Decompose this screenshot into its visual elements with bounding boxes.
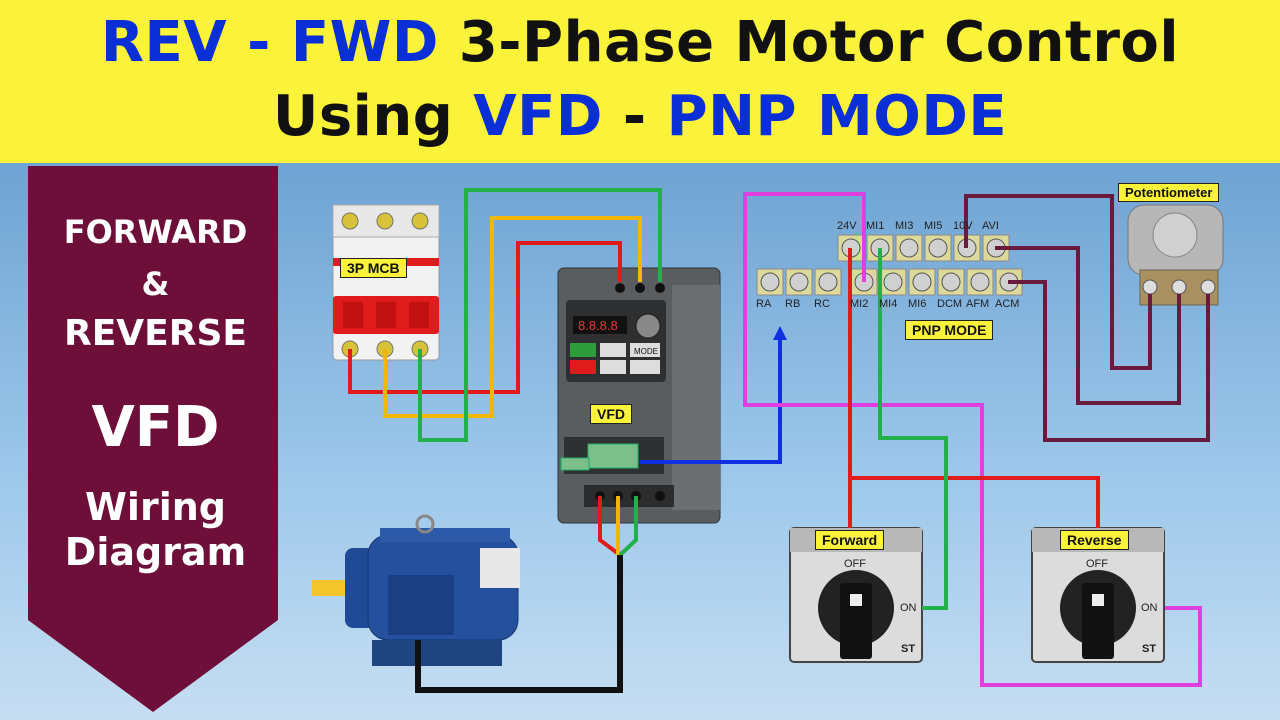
title-banner: REV - FWD 3-Phase Motor Control Using VF… <box>0 0 1280 163</box>
relay-screw-rb <box>789 272 809 292</box>
terminal-label-acm: ACM <box>995 298 1020 310</box>
forward-label: Forward <box>815 530 885 550</box>
banner-reverse: REVERSE <box>63 313 247 354</box>
title-pnp: PNP MODE <box>666 84 1008 149</box>
terminal-screw-mi3 <box>899 238 919 258</box>
reverse-st-badge: ST <box>1142 643 1157 655</box>
potentiometer-label: Potentiometer <box>1118 183 1220 202</box>
signal-arrow <box>773 326 787 340</box>
forward-switch <box>789 527 923 663</box>
forward-on-label: ON <box>900 602 917 614</box>
terminal-screw-mi5 <box>928 238 948 258</box>
terminal-label-mi6: MI6 <box>908 298 927 310</box>
title-rest-1: 3-Phase Motor Control <box>438 10 1180 75</box>
terminal-label-mi1: MI1 <box>866 220 885 232</box>
wire-red-reverse <box>850 476 1100 528</box>
terminal-label-mi2: MI2 <box>850 298 869 310</box>
terminal-label-mi4: MI4 <box>879 298 898 310</box>
mcb-breaker <box>332 204 440 361</box>
relay-label-ra: RA <box>756 298 772 310</box>
side-banner <box>28 166 278 712</box>
relay-screw-ra <box>760 272 780 292</box>
terminal-label-dcm: DCM <box>937 298 963 310</box>
terminal-label-afm: AFM <box>966 298 990 310</box>
motor <box>312 514 520 666</box>
terminal-screw-mi4 <box>883 272 903 292</box>
reverse-on-label: ON <box>1141 602 1158 614</box>
svg-text:8.8.8.8: 8.8.8.8 <box>578 318 618 333</box>
banner-amp: & <box>141 265 170 303</box>
banner-vfd: VFD <box>91 395 220 460</box>
terminal-row-bottom <box>850 268 1023 296</box>
terminal-screw-afm <box>970 272 990 292</box>
wire-green-motor <box>618 496 638 557</box>
title-fwd: FWD <box>290 10 439 75</box>
relay-label-rb: RB <box>785 298 801 310</box>
wire-blue-signal <box>640 335 782 464</box>
title-line-2: Using VFD - PNP MODE <box>0 84 1280 149</box>
relay-screw-rc <box>818 272 838 292</box>
title-rev: REV <box>100 10 228 75</box>
wire-purple-avi <box>995 246 1181 405</box>
wire-red-motor <box>598 496 622 557</box>
terminal-screw-mi6 <box>912 272 932 292</box>
reverse-label: Reverse <box>1060 530 1129 550</box>
banner-diagram: Diagram <box>64 530 247 574</box>
forward-off-label: OFF <box>844 558 866 570</box>
title-vfd: VFD <box>473 84 603 149</box>
banner-forward: FORWARD <box>63 213 248 251</box>
potentiometer <box>1127 204 1224 306</box>
pnp-mode-label: PNP MODE <box>905 320 994 340</box>
wire-red-mcb <box>348 241 622 394</box>
terminal-screw-dcm <box>941 272 961 292</box>
terminal-label-avi: AVI <box>982 220 999 232</box>
terminal-label-24v: 24V <box>837 220 857 232</box>
wire-black-motor <box>415 555 623 693</box>
wires <box>348 188 1210 693</box>
terminal-label-mi5: MI5 <box>924 220 943 232</box>
title-sep-2: - <box>602 84 667 149</box>
mode-key-label: MODE <box>634 347 658 356</box>
title-line-1: REV - FWD 3-Phase Motor Control <box>0 10 1280 75</box>
title-sep-1: - <box>227 10 291 75</box>
title-using: Using <box>272 84 474 149</box>
terminal-label-mi3: MI3 <box>895 220 914 232</box>
terminal-label-10v: 10V <box>953 220 973 232</box>
wire-purple-10v <box>964 194 1152 370</box>
relay-label-rc: RC <box>814 298 830 310</box>
wire-magenta-mi2 <box>743 192 1202 687</box>
forward-st-badge: ST <box>901 643 916 655</box>
vfd-label: VFD <box>590 404 632 424</box>
terminal-row-relay <box>756 268 842 296</box>
vfd-unit: 8.8.8.8 MODE <box>557 267 721 524</box>
wire-purple-acm <box>1008 280 1210 442</box>
reverse-switch <box>1031 527 1165 663</box>
banner-wiring: Wiring <box>85 485 226 529</box>
mcb-label: 3P MCB <box>340 258 407 278</box>
wire-green-mcb <box>418 188 662 442</box>
wire-yellow-mcb <box>383 216 642 418</box>
wire-green-mi1 <box>878 248 948 610</box>
reverse-off-label: OFF <box>1086 558 1108 570</box>
